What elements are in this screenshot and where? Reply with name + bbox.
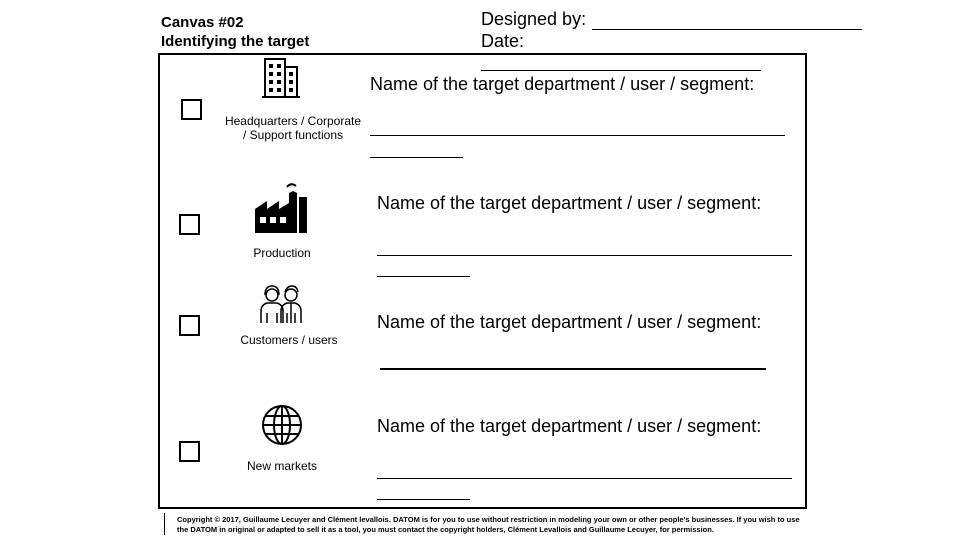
category-customers: Customers / users (240, 333, 338, 347)
prompt-new-markets: Name of the target department / user / s… (377, 416, 762, 436)
checkbox-headquarters[interactable] (181, 99, 202, 120)
answer-line-production-1[interactable] (377, 255, 792, 256)
answer-line-headquarters-2[interactable] (370, 157, 463, 158)
footer-divider (164, 513, 165, 535)
checkbox-new-markets[interactable] (179, 441, 200, 462)
target-frame (158, 53, 807, 509)
office-building-icon (262, 57, 300, 99)
answer-line-customers-1[interactable] (380, 368, 766, 370)
designed-by-field[interactable] (592, 11, 863, 30)
answer-line-new-markets-1[interactable] (377, 478, 792, 479)
date-field[interactable] (481, 70, 761, 71)
canvas-title: Canvas #02 Identifying the target (161, 13, 309, 51)
answer-line-production-2[interactable] (377, 276, 470, 277)
prompt-headquarters: Name of the target department / user / s… (370, 74, 755, 94)
category-headquarters: Headquarters / Corporate / Support funct… (224, 114, 362, 142)
designed-by-label: Designed by: (481, 9, 587, 29)
checkbox-production[interactable] (179, 214, 200, 235)
answer-line-headquarters-1[interactable] (370, 135, 785, 136)
globe-icon (261, 404, 303, 446)
prompt-customers: Name of the target department / user / s… (377, 312, 762, 332)
people-icon (259, 285, 305, 325)
factory-icon (253, 181, 311, 235)
category-production: Production (253, 246, 311, 260)
date-label: Date: (481, 31, 525, 51)
answer-line-new-markets-2[interactable] (377, 499, 470, 500)
designed-by-row: Designed by: (481, 8, 863, 30)
canvas-number: Canvas #02 (161, 14, 244, 31)
canvas-subtitle: Identifying the target (161, 33, 310, 50)
prompt-production: Name of the target department / user / s… (377, 193, 762, 213)
copyright-notice: Copyright © 2017, Guillaume Lecuyer and … (177, 515, 800, 534)
category-new-markets: New markets (246, 459, 317, 473)
checkbox-customers[interactable] (179, 315, 200, 336)
